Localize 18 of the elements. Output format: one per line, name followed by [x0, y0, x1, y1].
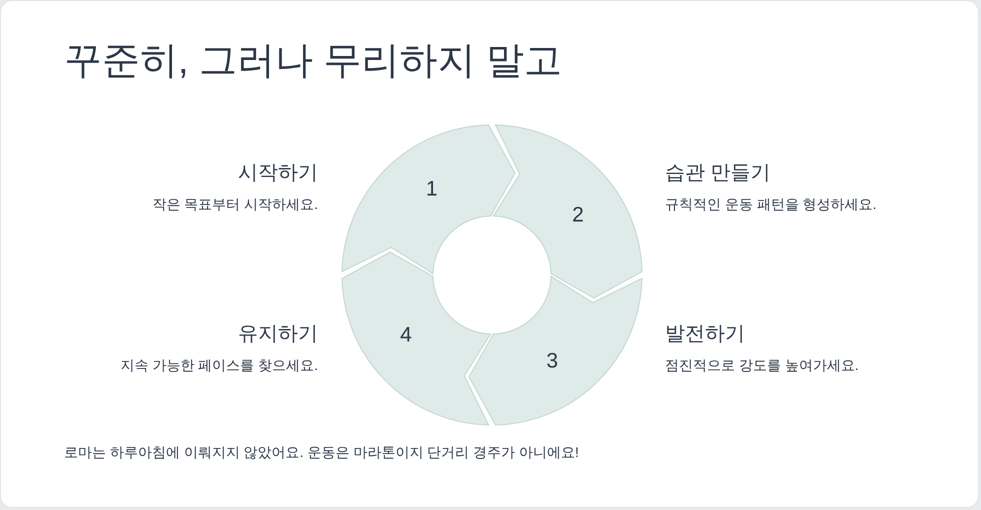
step-number: 2 — [572, 204, 584, 226]
step-description: 규칙적인 운동 패턴을 형성하세요. — [665, 196, 877, 214]
step-heading: 발전하기 — [665, 322, 745, 347]
step-heading: 습관 만들기 — [665, 161, 771, 186]
ring-segment — [342, 252, 492, 426]
step-heading: 유지하기 — [238, 322, 318, 347]
caption: 로마는 하루아침에 이뤄지지 않았어요. 운동은 마라톤이지 단거리 경주가 아니에요! — [64, 443, 579, 462]
step-number: 3 — [546, 350, 558, 372]
step-description: 점진적으로 강도를 높여가세요. — [665, 357, 859, 374]
title: 꾸준히, 그러나 무리하지 말고 — [64, 39, 562, 84]
step-description: 작은 목표부터 시작하세요. — [152, 196, 318, 214]
step-description: 지속 가능한 페이스를 찾으세요. — [120, 357, 318, 374]
ring-segment — [492, 124, 642, 298]
ring-segment — [342, 124, 516, 274]
step-number: 1 — [426, 178, 438, 200]
step-heading: 시작하기 — [238, 161, 318, 186]
step-number: 4 — [400, 324, 412, 346]
ring-segment — [468, 276, 642, 426]
